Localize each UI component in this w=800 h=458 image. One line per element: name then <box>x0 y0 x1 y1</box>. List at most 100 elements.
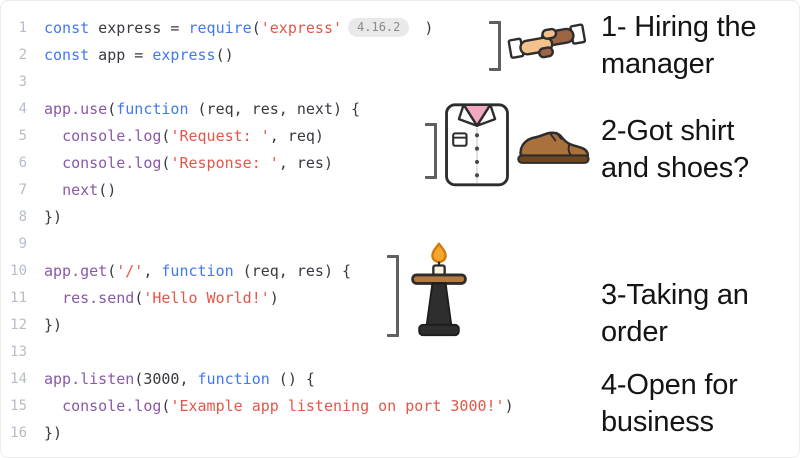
code-line: 12}) <box>1 312 621 339</box>
code-line: 5 console.log('Request: ', req) <box>1 123 621 150</box>
code-line: 6 console.log('Response: ', res) <box>1 150 621 177</box>
code-token: ( <box>161 154 171 172</box>
code-token: ( <box>107 262 117 280</box>
code-text: }) <box>27 204 62 231</box>
code-token <box>44 289 62 307</box>
code-line: 15 console.log('Example app listening on… <box>1 393 621 420</box>
line-number: 9 <box>18 236 27 252</box>
code-line: 11 res.send('Hello World!') <box>1 285 621 312</box>
code-token: (req, res) { <box>233 262 352 280</box>
code-token: }) <box>44 208 63 226</box>
code-token: express = <box>89 19 189 37</box>
annotation-bracket-2 <box>425 123 437 179</box>
code-token: , <box>143 262 162 280</box>
code-token: ( <box>161 397 171 415</box>
annotation-label-3: 3-Taking an order <box>601 279 749 348</box>
code-token: app.use <box>44 100 108 118</box>
code-token: const <box>44 46 90 64</box>
code-token: () { <box>269 370 315 388</box>
code-text: }) <box>27 420 62 447</box>
code-token: ) <box>504 397 514 415</box>
line-number: 15 <box>10 398 27 414</box>
code-token: const <box>44 19 90 37</box>
line-number: 7 <box>18 182 27 198</box>
code-token: function <box>197 370 270 388</box>
shoe-icon <box>515 123 591 168</box>
code-token: 'Response: ' <box>170 154 279 172</box>
handshake-icon <box>507 13 587 71</box>
code-token: '/' <box>116 262 144 280</box>
code-text: console.log('Example app listening on po… <box>27 393 514 420</box>
code-text: app.listen(3000, function () { <box>27 366 315 393</box>
code-token: require <box>188 19 252 37</box>
code-token <box>44 397 62 415</box>
line-number: 13 <box>10 344 27 360</box>
line-number: 2 <box>18 47 27 63</box>
code-token: 3000 <box>143 370 180 388</box>
code-text: app.use(function (req, res, next) { <box>27 96 360 123</box>
code-token: app.get <box>44 262 108 280</box>
code-token: res.send <box>62 289 135 307</box>
line-number: 12 <box>10 317 27 333</box>
code-line: 13 <box>1 339 621 366</box>
line-number: 5 <box>18 128 27 144</box>
order-stand-icon <box>405 241 473 339</box>
annotation-label-4: 4-Open for business <box>601 369 738 438</box>
annotation-label-1: 1- Hiring the manager <box>601 11 757 80</box>
code-text <box>27 69 44 96</box>
code-token <box>44 127 62 145</box>
code-token: () <box>98 181 117 199</box>
line-number: 3 <box>18 74 27 90</box>
annotation-bracket-1 <box>489 21 501 71</box>
code-token: 'express' <box>260 19 343 37</box>
code-line: 8}) <box>1 204 621 231</box>
code-token: console.log <box>62 154 162 172</box>
shirt-icon <box>437 91 517 191</box>
line-number: 10 <box>10 263 27 279</box>
code-token: function <box>161 262 234 280</box>
code-token <box>44 181 62 199</box>
code-text: console.log('Request: ', req) <box>27 123 324 150</box>
line-number: 1 <box>18 20 27 36</box>
code-line: 9 <box>1 231 621 258</box>
code-token: ( <box>134 370 144 388</box>
code-token: , req) <box>269 127 324 145</box>
code-token: express <box>152 46 216 64</box>
code-token: (req, res, next) { <box>188 100 361 118</box>
code-token: next <box>62 181 99 199</box>
code-line: 16}) <box>1 420 621 447</box>
code-token: ) <box>269 289 279 307</box>
code-text: const app = express() <box>27 42 234 69</box>
code-text: app.get('/', function (req, res) { <box>27 258 351 285</box>
line-number: 14 <box>10 371 27 387</box>
code-token: }) <box>44 424 63 442</box>
code-token: ( <box>134 289 144 307</box>
code-token: , res) <box>278 154 333 172</box>
code-token: console.log <box>62 397 162 415</box>
code-token: 'Hello World!' <box>143 289 270 307</box>
code-text: const express = require('express'4.16.2 … <box>27 15 433 42</box>
code-token <box>44 154 62 172</box>
code-token: function <box>116 100 189 118</box>
annotation-label-2: 2-Got shirt and shoes? <box>601 115 749 184</box>
code-line: 7 next() <box>1 177 621 204</box>
code-token: ( <box>251 19 261 37</box>
code-text <box>27 231 44 258</box>
line-number: 8 <box>18 209 27 225</box>
code-token: , <box>179 370 198 388</box>
code-token: ( <box>161 127 171 145</box>
code-text: next() <box>27 177 116 204</box>
code-token: app = <box>89 46 153 64</box>
code-text: res.send('Hello World!') <box>27 285 279 312</box>
code-token: console.log <box>62 127 162 145</box>
code-text <box>27 339 44 366</box>
code-token: ( <box>107 100 117 118</box>
line-number: 16 <box>10 425 27 441</box>
code-token: }) <box>44 316 63 334</box>
